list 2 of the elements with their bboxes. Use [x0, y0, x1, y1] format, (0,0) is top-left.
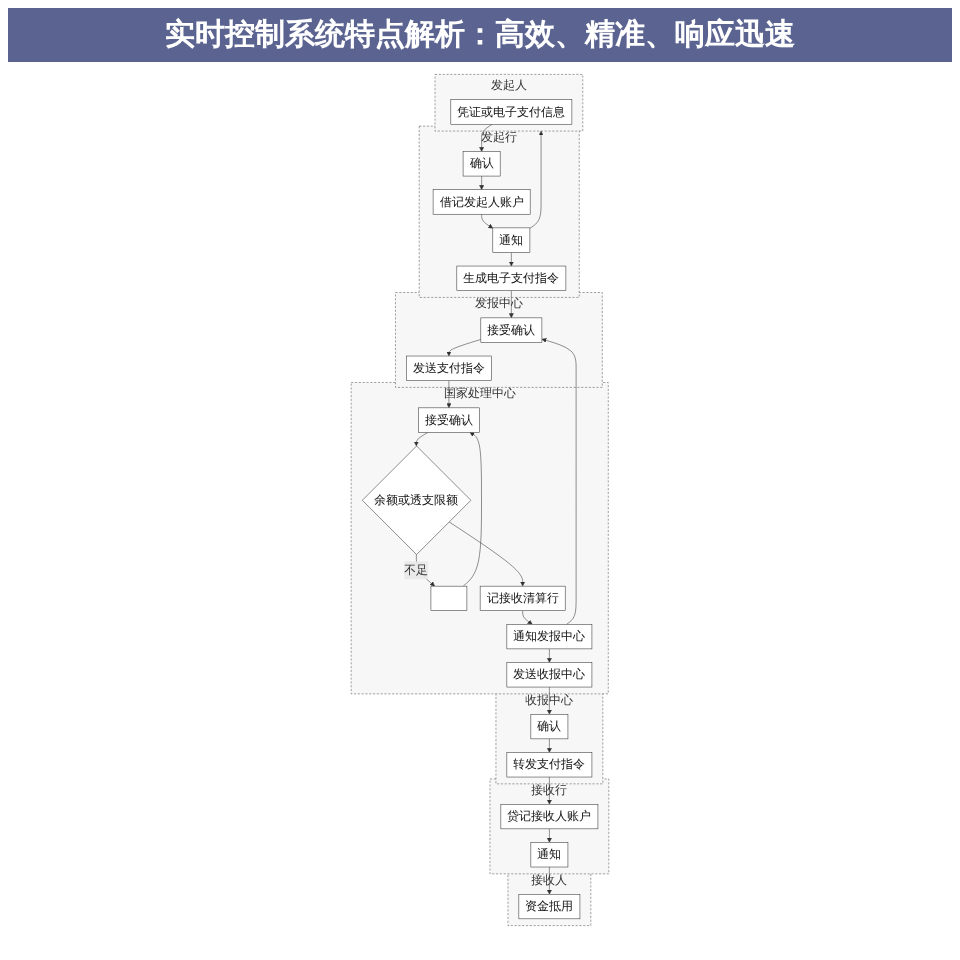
title-banner: 实时控制系统特点解析：高效、精准、响应迅速: [8, 8, 952, 62]
node-box: [430, 585, 468, 611]
